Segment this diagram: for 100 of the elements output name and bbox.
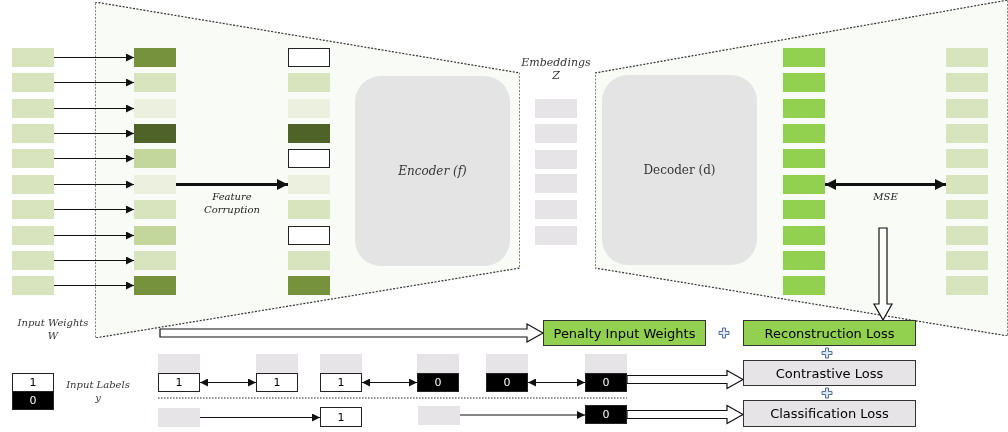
label-box: 0 <box>417 373 459 392</box>
embedding-cell <box>158 354 200 373</box>
feature-cell <box>288 200 330 219</box>
loss-box: Reconstruction Loss <box>743 320 916 346</box>
reconstructed-cell <box>783 149 825 168</box>
input-weight-cell <box>12 175 54 194</box>
arrow <box>459 411 586 419</box>
input-weight-cell <box>12 99 54 118</box>
input-weight-cell <box>12 149 54 168</box>
hollow-arrow <box>626 369 745 390</box>
input-weight-cell <box>12 276 54 295</box>
loss-box: Penalty Input Weights <box>543 320 706 346</box>
arrow <box>53 104 135 113</box>
reconstructed-cell <box>783 175 825 194</box>
label-box: 0 <box>12 391 54 410</box>
masked-feature-cell <box>288 48 330 67</box>
embedding-cell <box>585 354 627 373</box>
arrow <box>53 53 135 62</box>
masked-feature-cell <box>288 149 330 168</box>
encoder-block: Encoder (f) <box>355 76 510 266</box>
weighted-feature-cell <box>134 276 176 295</box>
double-arrow <box>527 378 586 387</box>
reconstructed-cell <box>783 99 825 118</box>
target-cell <box>946 48 988 67</box>
label-box: 1 <box>320 373 362 392</box>
feature-cell <box>288 73 330 92</box>
target-cell <box>946 200 988 219</box>
feature-cell <box>288 99 330 118</box>
embedding-cell <box>158 408 200 427</box>
target-cell <box>946 73 988 92</box>
arrow <box>53 129 135 138</box>
arrow <box>53 205 135 214</box>
weighted-feature-cell <box>134 251 176 270</box>
hollow-arrow <box>872 227 894 322</box>
reconstructed-cell <box>783 124 825 143</box>
weighted-feature-cell <box>134 226 176 245</box>
label-box: 0 <box>585 405 627 424</box>
target-cell <box>946 99 988 118</box>
dotted-trapezoid-outline <box>95 2 520 338</box>
arrow <box>53 256 135 265</box>
target-cell <box>946 226 988 245</box>
hollow-arrow <box>626 404 745 425</box>
double-arrow <box>199 378 257 387</box>
arrow <box>53 281 135 290</box>
reconstructed-cell <box>783 251 825 270</box>
embedding-cell <box>535 124 577 143</box>
label-box: 1 <box>320 407 362 427</box>
weighted-feature-cell <box>134 149 176 168</box>
caption-label: Embeddings Z <box>520 56 592 82</box>
reconstructed-cell <box>783 200 825 219</box>
loss-box: Classification Loss <box>743 400 916 427</box>
target-cell <box>946 149 988 168</box>
embedding-cell <box>535 99 577 118</box>
feature-cell <box>288 251 330 270</box>
weighted-feature-cell <box>134 200 176 219</box>
input-weight-cell <box>12 73 54 92</box>
target-cell <box>946 175 988 194</box>
embedding-cell <box>535 226 577 245</box>
embedding-cell <box>535 150 577 169</box>
decoder-block: Decoder (d) <box>602 75 757 265</box>
reconstructed-cell <box>783 226 825 245</box>
reconstructed-cell <box>783 48 825 67</box>
weighted-feature-cell <box>134 73 176 92</box>
embedding-cell <box>418 406 460 425</box>
input-weight-cell <box>12 200 54 219</box>
reconstructed-cell <box>783 73 825 92</box>
target-cell <box>946 124 988 143</box>
arrow <box>53 78 135 87</box>
arrow <box>199 413 321 422</box>
arrow <box>176 179 288 190</box>
double-arrow <box>825 179 946 190</box>
input-weight-cell <box>12 226 54 245</box>
embedding-cell <box>535 200 577 219</box>
arrow <box>53 180 135 189</box>
caption-label: Input Labels y <box>66 378 130 404</box>
edge-label: Feature Corruption <box>203 189 261 216</box>
feature-cell <box>288 175 330 194</box>
masked-feature-cell <box>288 226 330 245</box>
input-weight-cell <box>12 124 54 143</box>
embedding-cell <box>535 174 577 193</box>
embedding-cell <box>256 354 298 373</box>
hollow-arrow <box>159 322 545 344</box>
target-cell <box>946 251 988 270</box>
weighted-feature-cell <box>134 48 176 67</box>
label-box: 0 <box>486 373 528 392</box>
reconstructed-cell <box>783 276 825 295</box>
feature-cell <box>288 276 330 295</box>
feature-cell <box>288 124 330 143</box>
label-box: 0 <box>585 373 627 392</box>
label-box: 1 <box>158 373 200 392</box>
label-box: 1 <box>256 373 298 392</box>
embedding-cell <box>417 354 459 373</box>
input-weight-cell <box>12 251 54 270</box>
embedding-cell <box>320 354 362 373</box>
weighted-feature-cell <box>134 175 176 194</box>
input-weight-cell <box>12 48 54 67</box>
loss-box: Contrastive Loss <box>743 360 916 386</box>
edge-label: MSE <box>872 189 899 203</box>
caption-label: Input Weights W <box>16 316 90 342</box>
double-arrow <box>361 378 418 387</box>
